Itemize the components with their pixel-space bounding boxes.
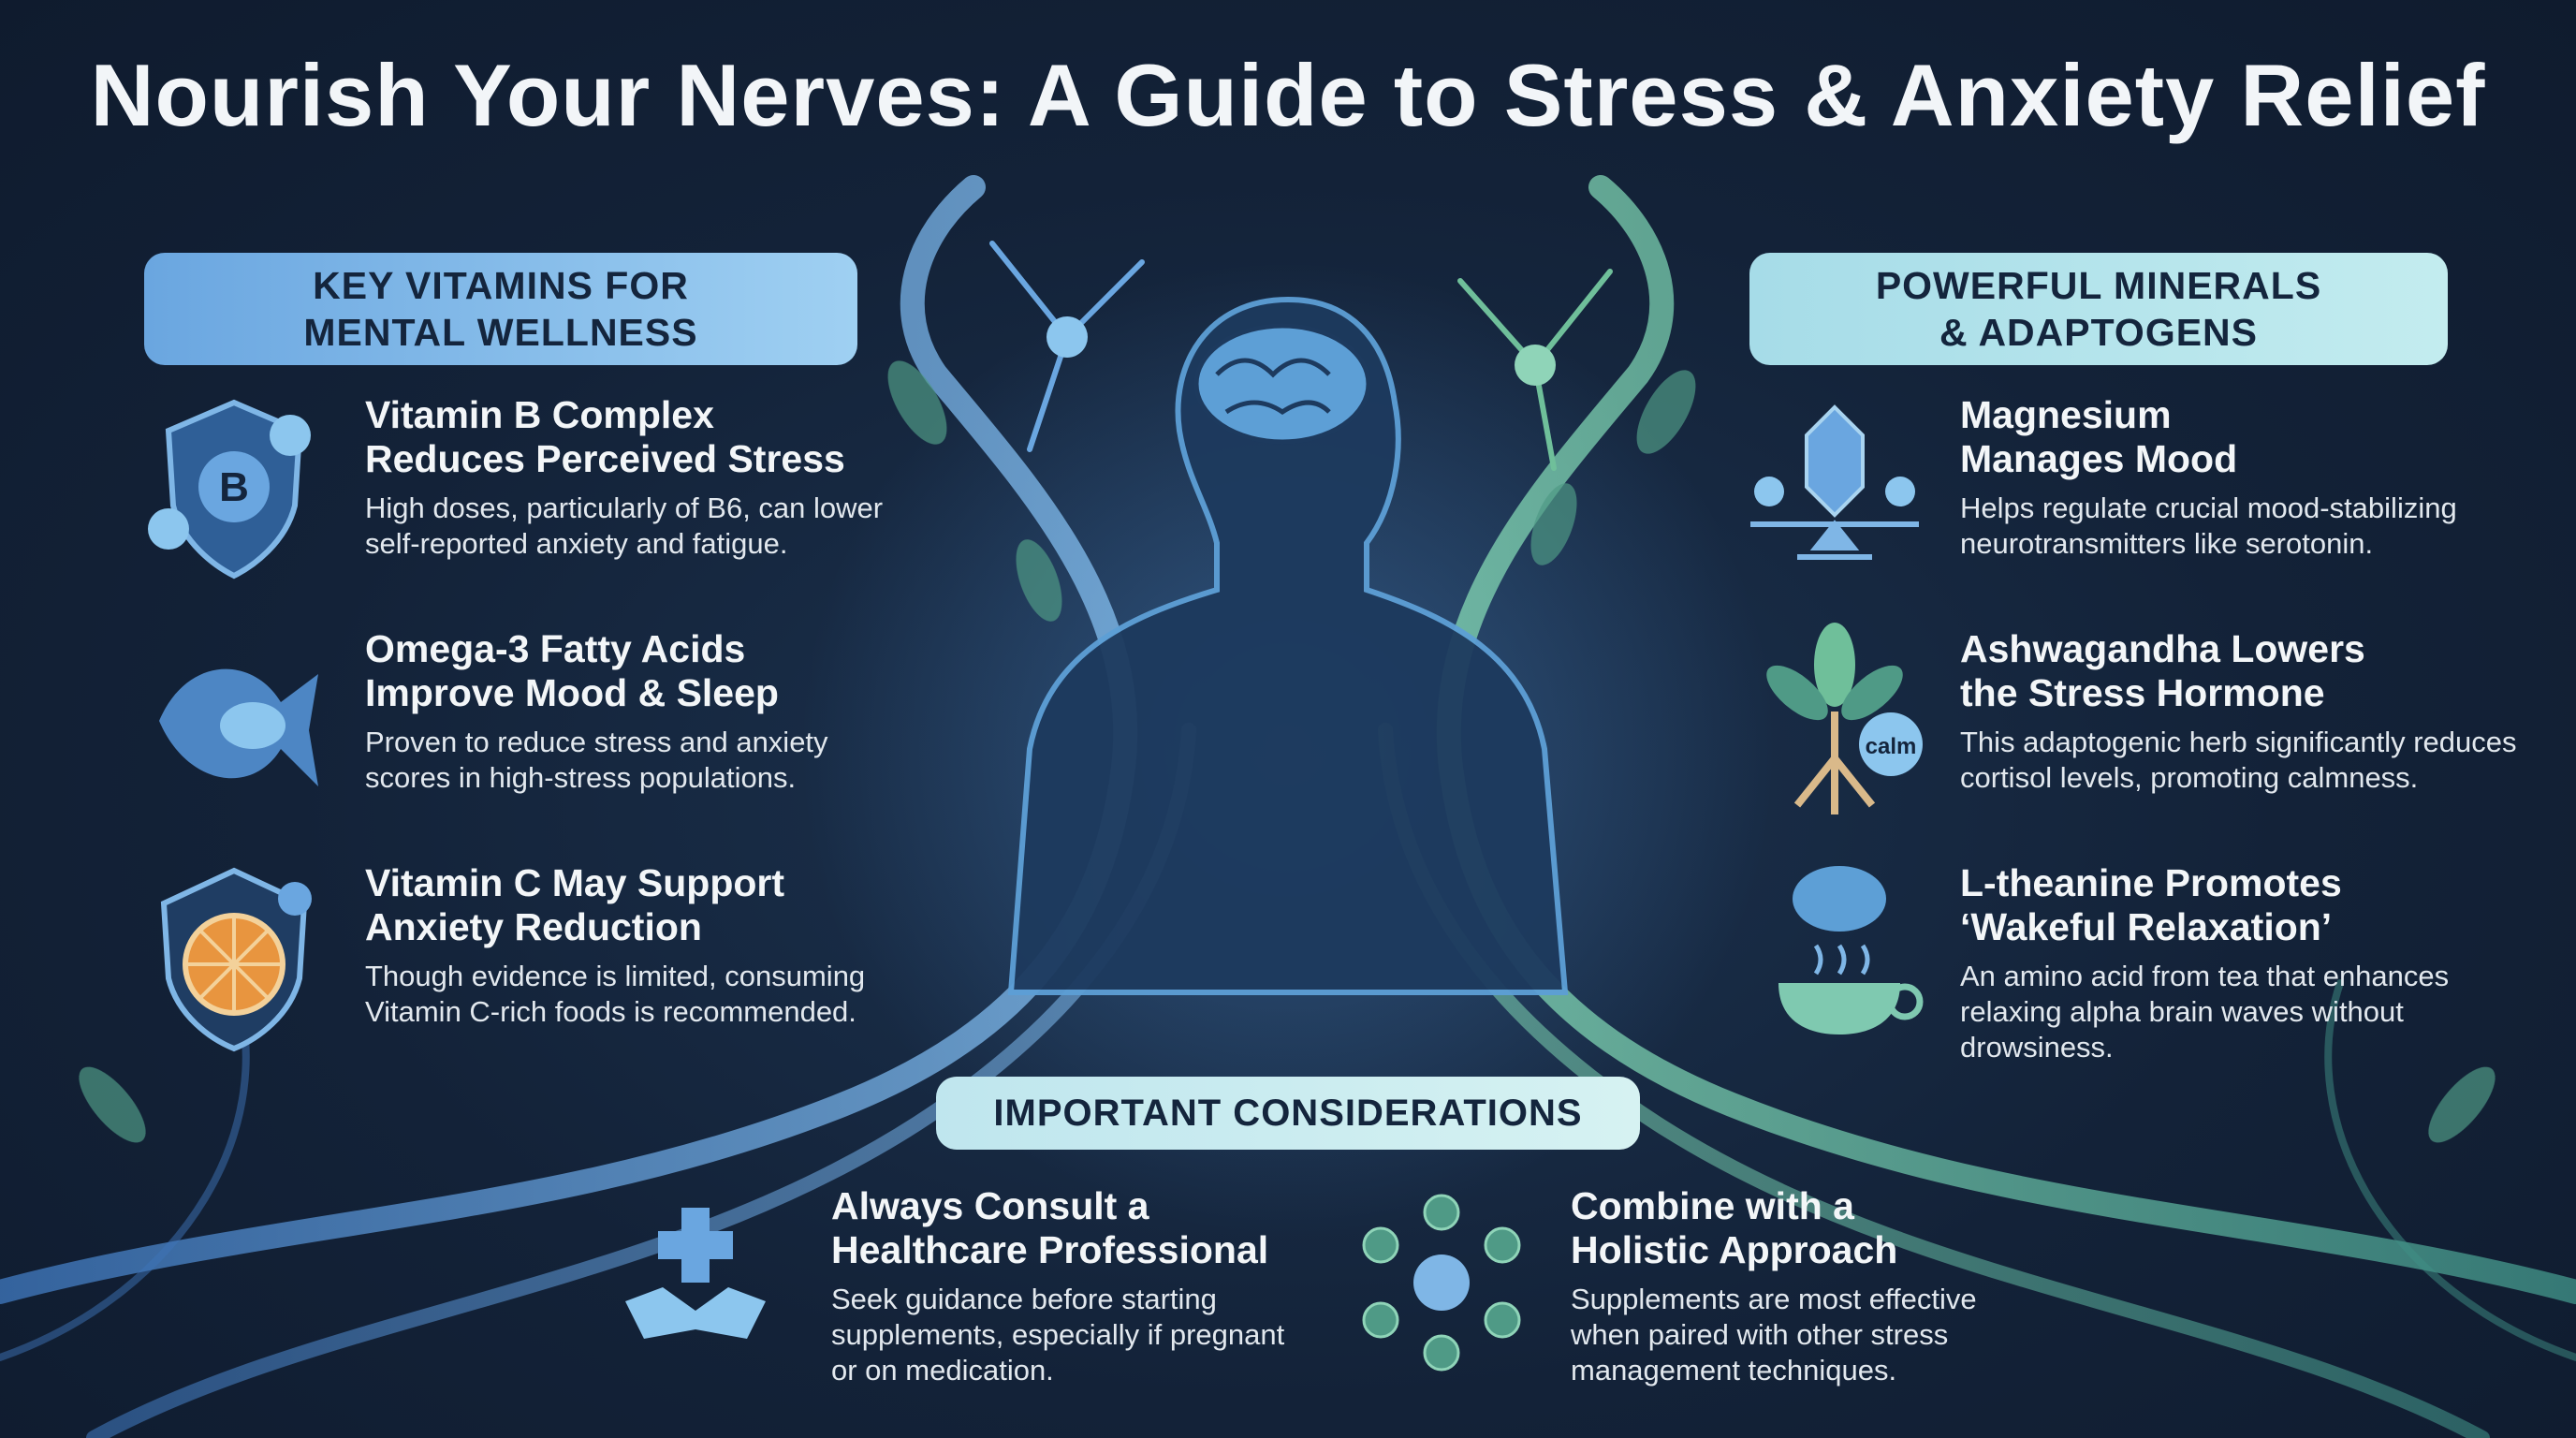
item-title: Omega-3 Fatty Acids [365, 627, 746, 670]
handshake-medical-icon [625, 1208, 766, 1339]
item-desc: management techniques. [1571, 1354, 1897, 1387]
item-desc: drowsiness. [1960, 1031, 2114, 1064]
vitamin-b-badge: B [219, 464, 249, 510]
item-title: Ashwagandha Lowers [1960, 627, 2365, 670]
item-title: Always Consult a [831, 1184, 1149, 1227]
item-title: Healthcare Professional [831, 1228, 1269, 1271]
page-title: Nourish Your Nerves: A Guide to Stress &… [90, 46, 2486, 144]
l-theanine-item: L-theanine Promotes‘Wakeful Relaxation’ … [1960, 861, 2559, 1065]
item-title: Manages Mood [1960, 437, 2238, 480]
minerals-header: POWERFUL MINERALS& ADAPTOGENS [1749, 253, 2448, 365]
item-title: Reduces Perceived Stress [365, 437, 845, 480]
crystal-balance-icon [1750, 404, 1919, 560]
considerations-header: IMPORTANT CONSIDERATIONS [936, 1077, 1640, 1150]
item-desc: Seek guidance before starting [831, 1283, 1217, 1315]
item-desc: supplements, especially if pregnant [831, 1318, 1285, 1351]
item-title: the Stress Hormone [1960, 671, 2325, 714]
vitamins-header-line: MENTAL WELLNESS [303, 311, 698, 354]
item-desc: Supplements are most effective [1571, 1283, 1977, 1315]
human-silhouette [1007, 296, 1569, 995]
item-desc: Vitamin C-rich foods is recommended. [365, 995, 856, 1028]
item-desc: Though evidence is limited, consuming [365, 960, 866, 992]
item-desc: cortisol levels, promoting calmness. [1960, 761, 2419, 794]
item-desc: neurotransmitters like serotonin. [1960, 527, 2374, 560]
calm-badge: calm [1866, 734, 1917, 759]
item-desc: An amino acid from tea that enhances [1960, 960, 2450, 992]
item-desc: This adaptogenic herb significantly redu… [1960, 726, 2517, 758]
item-desc: relaxing alpha brain waves without [1960, 995, 2404, 1028]
tea-brain-icon [1778, 866, 1924, 1034]
item-title: Holistic Approach [1571, 1228, 1898, 1271]
holistic-wheel-icon [1362, 1194, 1521, 1372]
item-desc: self-reported anxiety and fatigue. [365, 527, 788, 560]
item-title: Magnesium [1960, 393, 2172, 436]
item-desc: when paired with other stress [1571, 1318, 1949, 1351]
minerals-header-line: & ADAPTOGENS [1939, 311, 2259, 354]
item-title: Improve Mood & Sleep [365, 671, 779, 714]
item-title: Combine with a [1571, 1184, 1854, 1227]
item-desc: or on medication. [831, 1354, 1054, 1387]
item-title: ‘Wakeful Relaxation’ [1960, 905, 2333, 948]
brain-icon [1193, 323, 1371, 445]
item-title: L-theanine Promotes [1960, 861, 2342, 904]
ashwagandha-root-icon: calm [1766, 623, 1923, 814]
vitamin-b-shield-icon: B [148, 399, 311, 580]
vitamins-header-line: KEY VITAMINS FOR [313, 264, 689, 307]
item-desc: Proven to reduce stress and anxiety [365, 726, 828, 758]
item-title: Anxiety Reduction [365, 905, 702, 948]
item-desc: High doses, particularly of B6, can lowe… [365, 492, 884, 524]
item-title: Vitamin B Complex [365, 393, 714, 436]
citrus-shield-icon [160, 867, 312, 1052]
item-title: Vitamin C May Support [365, 861, 785, 904]
item-desc: Helps regulate crucial mood-stabilizing [1960, 492, 2457, 524]
item-desc: scores in high-stress populations. [365, 761, 797, 794]
fish-brain-icon [159, 668, 318, 786]
minerals-header-line: POWERFUL MINERALS [1875, 264, 2322, 307]
